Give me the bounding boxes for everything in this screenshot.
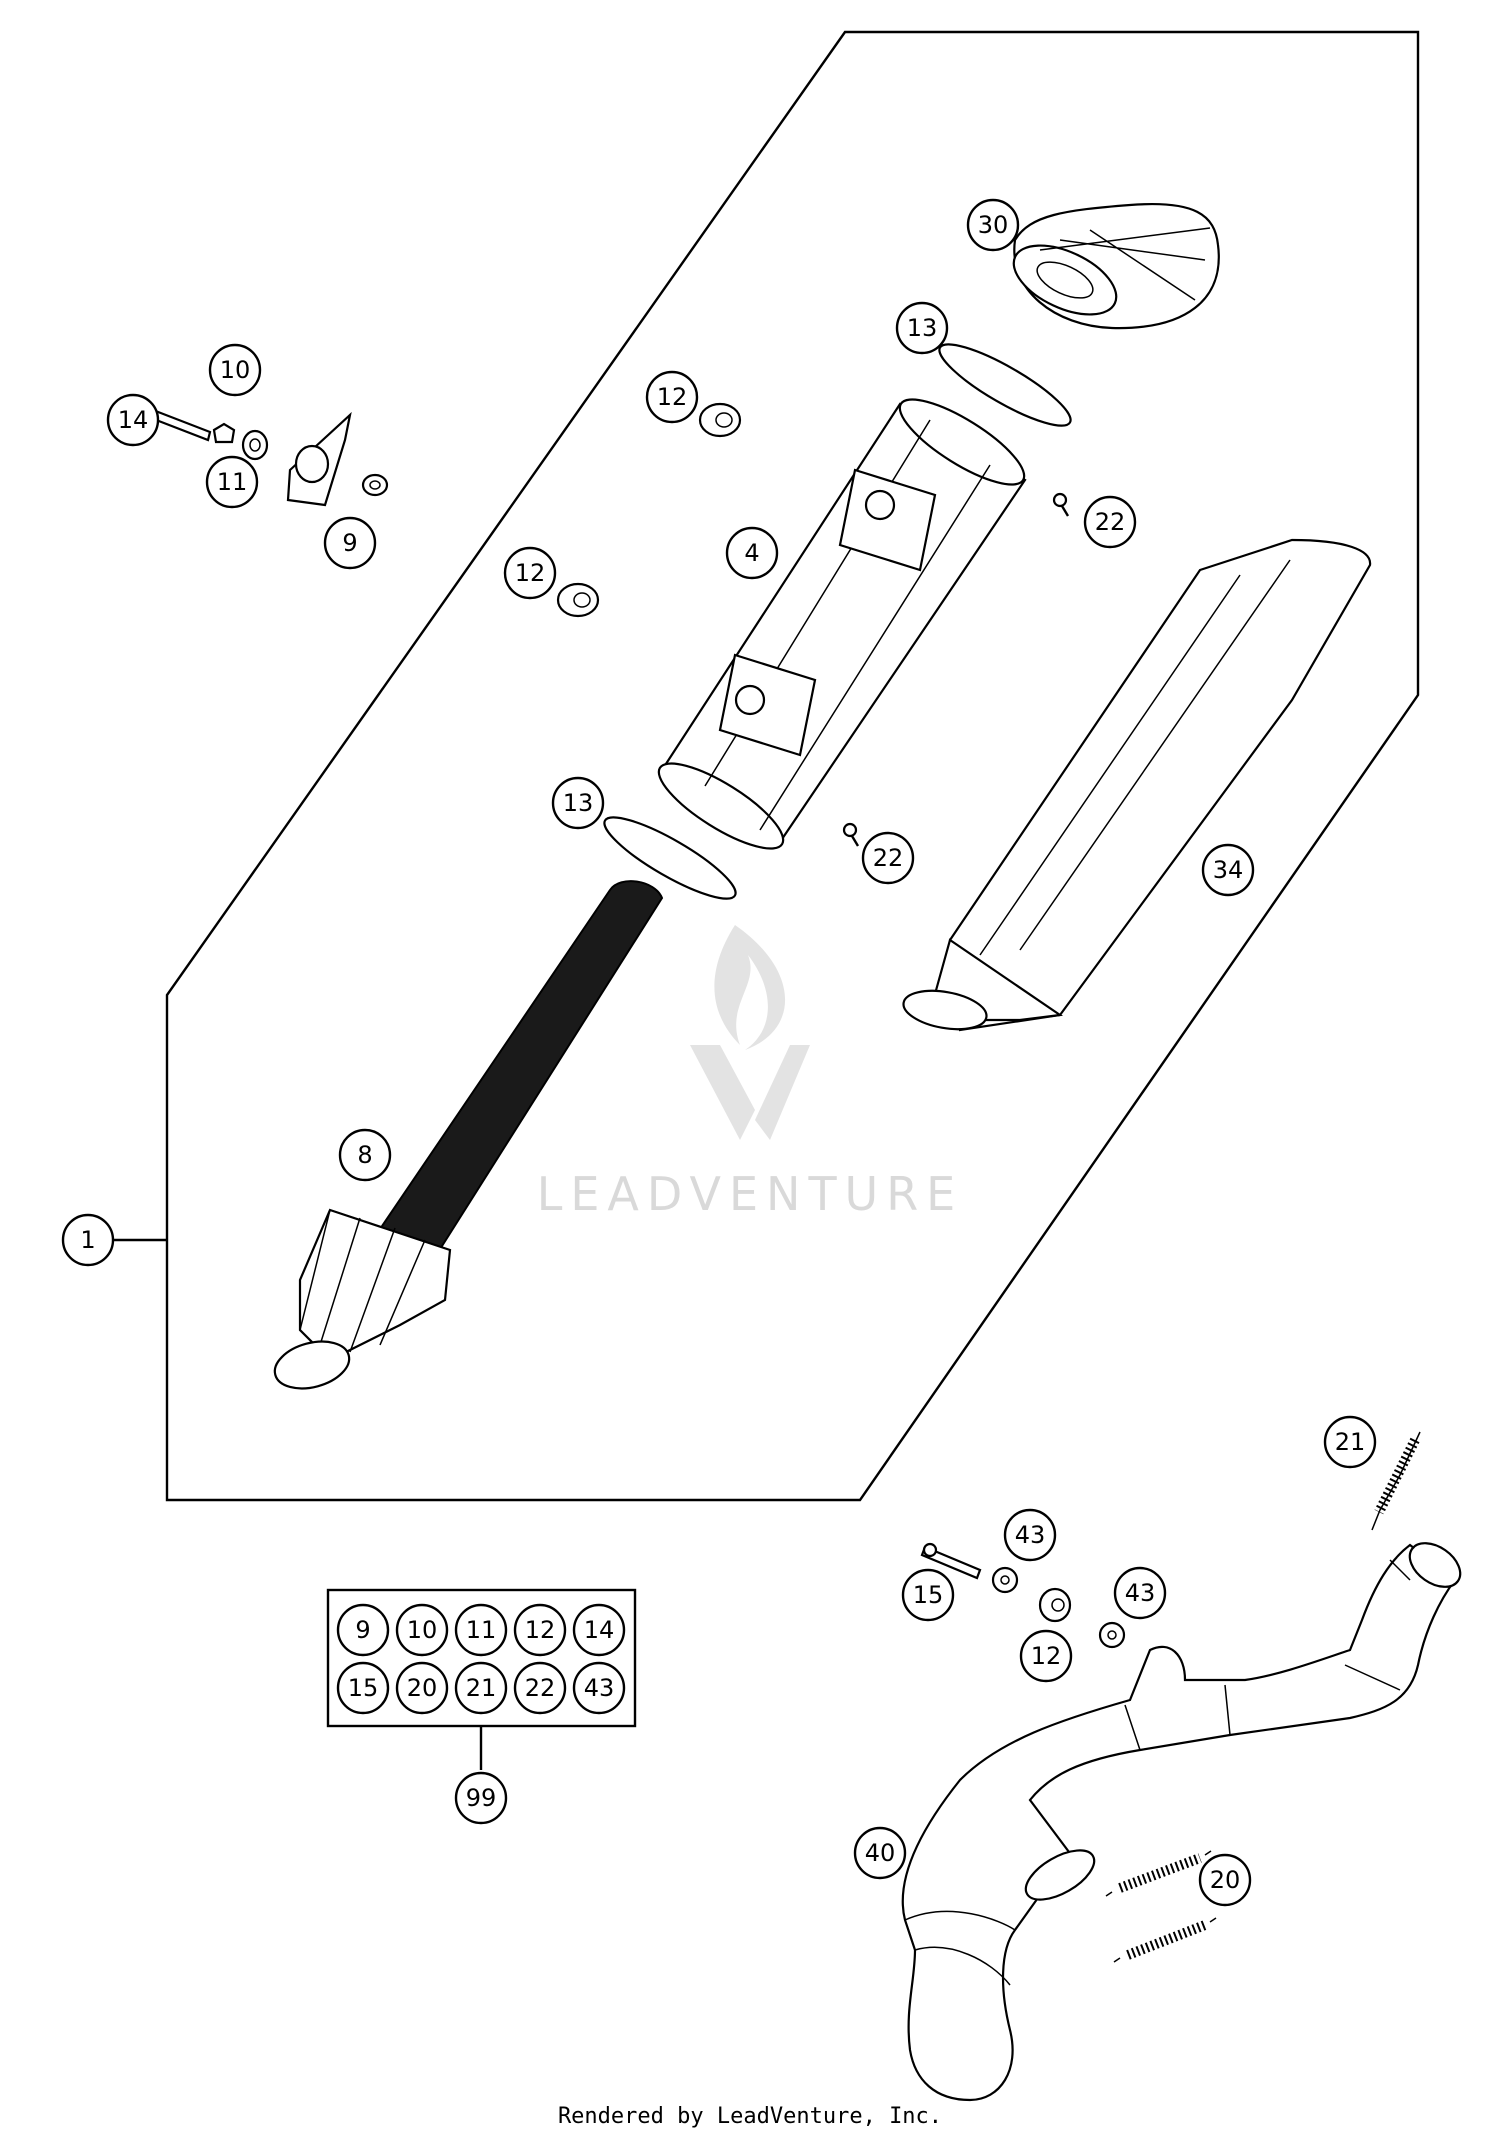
callout-number: 21 (1335, 1428, 1366, 1456)
callout-c15: 15 (901, 1568, 955, 1622)
callout-c22b: 22 (861, 831, 915, 885)
callout-c1: 1 (61, 1213, 115, 1267)
callout-c43b: 43 (1113, 1566, 1167, 1620)
grommet-middle (556, 582, 600, 618)
callout-number: 15 (913, 1581, 944, 1609)
mounting-hardware-top (132, 401, 389, 507)
callout-c40: 40 (853, 1826, 907, 1880)
end-cap-part (1012, 203, 1220, 330)
watermark-text: LEADVENTURE (537, 1167, 964, 1221)
kit-item-number: 12 (525, 1616, 556, 1644)
hardware-kit-grid: 9 10 11 12 14 15 20 21 22 43 (336, 1603, 626, 1715)
callout-number: 43 (1125, 1579, 1156, 1607)
screw-upper (1052, 492, 1070, 517)
callout-c4: 4 (725, 526, 779, 580)
kit-item-number: 43 (584, 1674, 615, 1702)
callout-number: 22 (1095, 508, 1126, 536)
callout-c43a: 43 (1003, 1508, 1057, 1562)
kit-item: 11 (454, 1603, 508, 1657)
kit-item: 14 (572, 1603, 626, 1657)
kit-item-number: 14 (584, 1616, 615, 1644)
callout-number: 40 (865, 1839, 896, 1867)
callout-c12b: 12 (503, 546, 557, 600)
callout-number: 30 (978, 211, 1009, 239)
callout-c99: 99 (454, 1771, 508, 1825)
springs-lower-part (1105, 1850, 1217, 1963)
gasket-ring-upper (938, 343, 1072, 427)
perforated-insert-part (273, 880, 664, 1390)
kit-item: 21 (454, 1661, 508, 1715)
callout-number: 4 (744, 539, 759, 567)
kit-item-number: 21 (466, 1674, 497, 1702)
grommet-upper (698, 402, 742, 438)
callout-number: 1 (80, 1226, 95, 1254)
header-pipe-part (901, 1542, 1462, 2102)
callout-c8: 8 (338, 1128, 392, 1182)
callout-c10: 10 (208, 343, 262, 397)
callout-number: 99 (466, 1784, 497, 1812)
kit-item-number: 11 (466, 1616, 497, 1644)
callout-number: 11 (217, 468, 248, 496)
callout-number: 20 (1210, 1866, 1241, 1894)
callout-c9: 9 (323, 516, 377, 570)
callout-number: 14 (118, 406, 149, 434)
callout-number: 13 (907, 314, 938, 342)
callout-number: 9 (342, 529, 357, 557)
callout-number: 13 (563, 789, 594, 817)
kit-item-number: 22 (525, 1674, 556, 1702)
callout-c13b: 13 (551, 776, 605, 830)
gasket-ring-lower (603, 816, 737, 900)
callout-labels: 1489101112121213131415202122223034404343… (61, 198, 1377, 1907)
callout-number: 12 (1031, 1642, 1062, 1670)
hardware-kit-box (326, 1588, 637, 1770)
callout-c20: 20 (1198, 1853, 1252, 1907)
callout-number: 12 (515, 559, 546, 587)
spring-upper-part (1371, 1431, 1421, 1531)
kit-item: 20 (395, 1661, 449, 1715)
watermark: LEADVENTURE (537, 925, 964, 1221)
callout-c11: 11 (205, 455, 259, 509)
kit-item: 10 (395, 1603, 449, 1657)
callout-c14: 14 (106, 393, 160, 447)
callout-number: 34 (1213, 856, 1244, 884)
kit-item: 43 (572, 1661, 626, 1715)
callout-c30: 30 (966, 198, 1020, 252)
kit-item-number: 15 (348, 1674, 379, 1702)
kit-item: 22 (513, 1661, 567, 1715)
callout-c21: 21 (1323, 1415, 1377, 1469)
callout-number: 22 (873, 844, 904, 872)
kit-item-number: 9 (355, 1616, 370, 1644)
kit-item: 9 (336, 1603, 390, 1657)
callout-number: 8 (357, 1141, 372, 1169)
callout-c22a: 22 (1083, 495, 1137, 549)
screw-lower (842, 822, 860, 847)
callout-number: 10 (220, 356, 251, 384)
kit-item: 15 (336, 1661, 390, 1715)
silencer-outer-shell-part (902, 538, 1372, 1032)
callout-number: 43 (1015, 1521, 1046, 1549)
callout-c34: 34 (1201, 843, 1255, 897)
muffler-assembly-boundary (165, 30, 1420, 1502)
callout-c12c: 12 (1019, 1629, 1073, 1683)
silencer-inner-tube-part (657, 398, 1027, 850)
callout-c13a: 13 (895, 301, 949, 355)
callout-number: 12 (657, 383, 688, 411)
header-mount-hardware (920, 1542, 1126, 1649)
callout-c12a: 12 (645, 370, 699, 424)
kit-item-number: 10 (407, 1616, 438, 1644)
footer-credit: Rendered by LeadVenture, Inc. (557, 2104, 943, 2129)
kit-item: 12 (513, 1603, 567, 1657)
kit-item-number: 20 (407, 1674, 438, 1702)
